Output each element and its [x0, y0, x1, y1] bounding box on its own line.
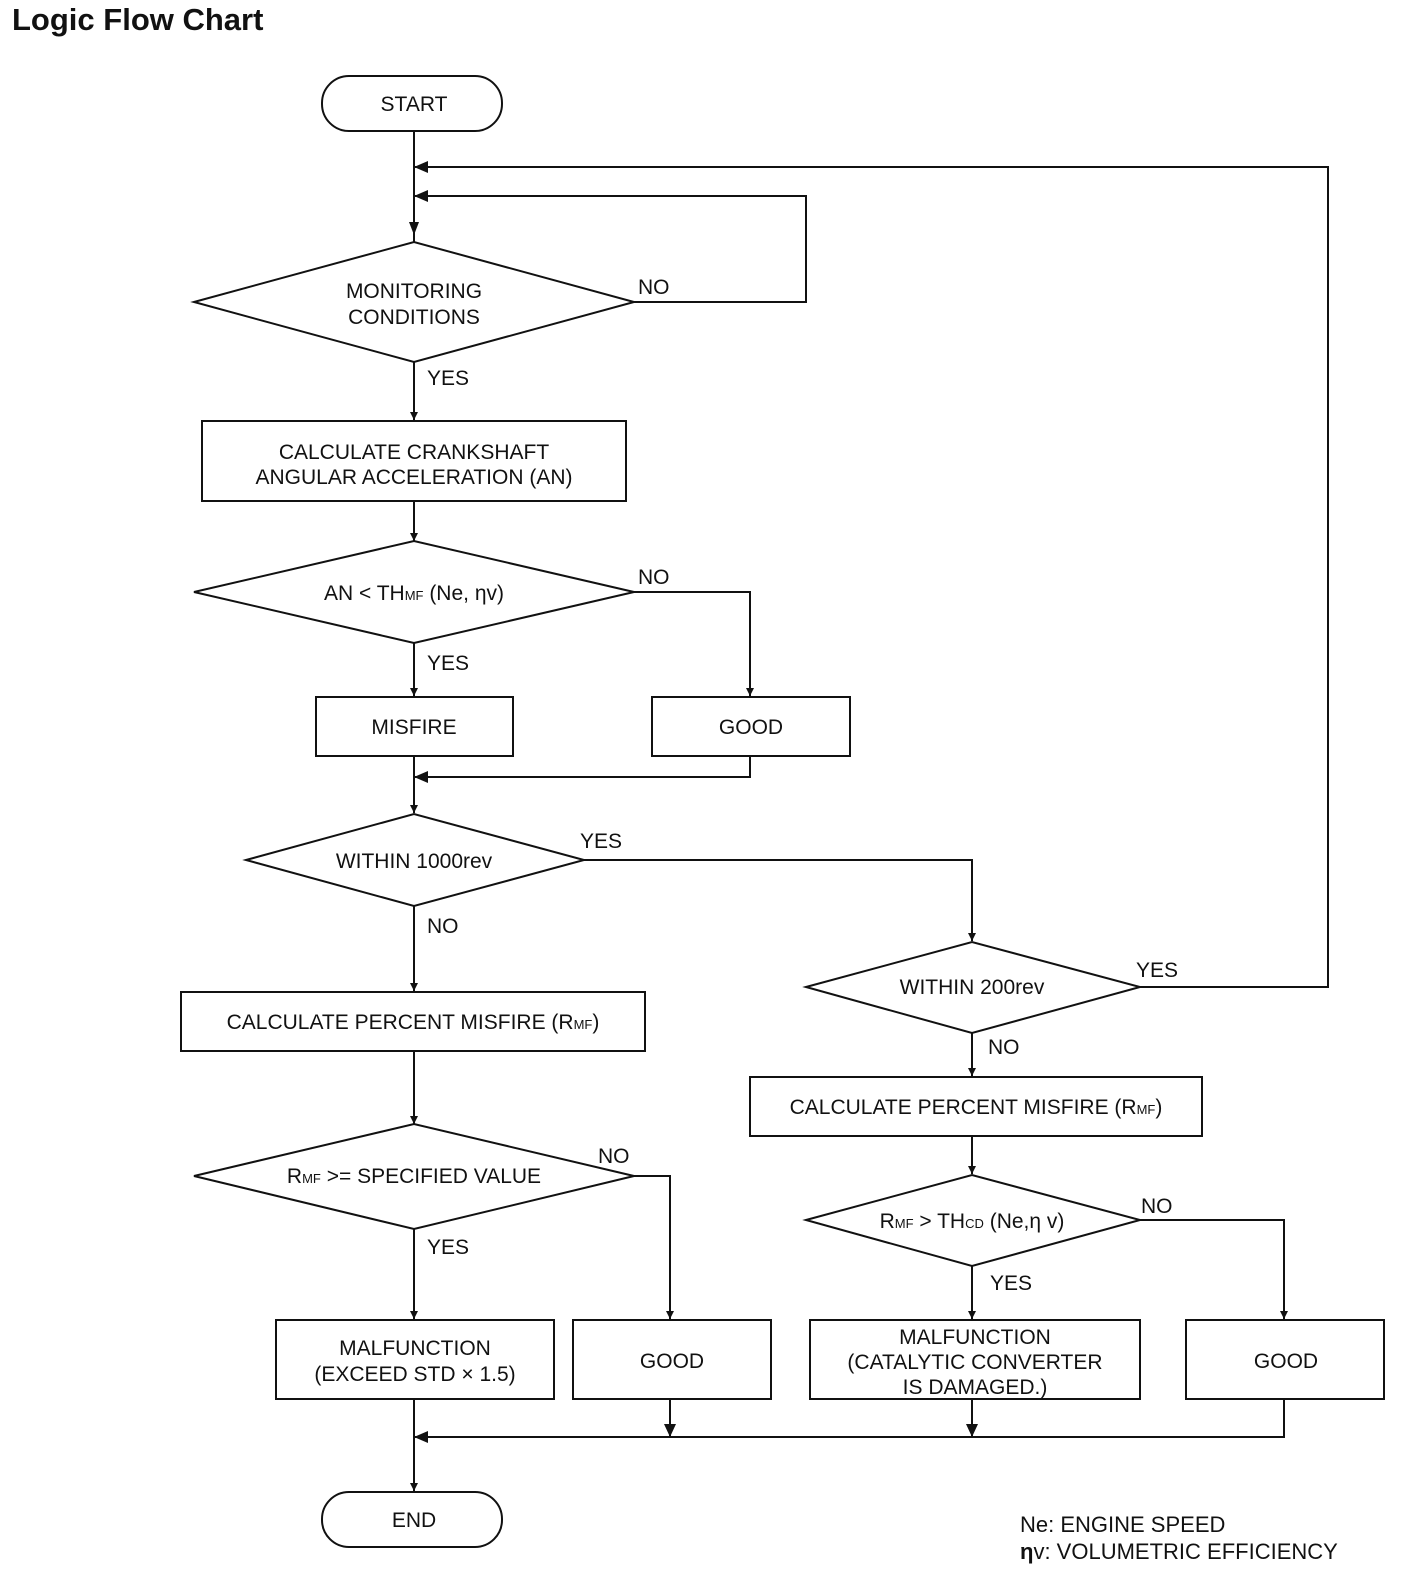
arrow-merge-good1	[414, 771, 428, 783]
an-threshold-text-b: (Ne, ηv)	[423, 582, 504, 605]
legend-eta: ηv: VOLUMETRIC EFFICIENCY	[1020, 1539, 1338, 1564]
malf-1-label-2: (EXCEED STD × 1.5)	[314, 1363, 515, 1386]
node-rmf-specified: RMF >= SPECIFIED VALUE	[193, 1122, 635, 1231]
label-yes-1000: YES	[580, 830, 622, 853]
node-calc-percent-misfire-right: CALCULATE PERCENT MISFIRE (RMF)	[749, 1076, 1203, 1137]
node-good-3: GOOD	[1185, 1319, 1385, 1400]
start-label: START	[381, 93, 448, 116]
an-threshold-sub: MF	[405, 588, 424, 603]
label-no-200: NO	[988, 1036, 1020, 1059]
calc-an-label-1: CALCULATE CRANKSHAFT	[279, 441, 549, 464]
label-yes-rmf-ge: YES	[427, 1236, 469, 1259]
label-yes-monitoring: YES	[427, 367, 469, 390]
rmf-thcd-text-a: R	[880, 1210, 895, 1233]
calc-rmf-right-sub: MF	[1137, 1102, 1156, 1117]
node-end: END	[321, 1491, 503, 1548]
node-good-2: GOOD	[572, 1319, 772, 1400]
arrow-good2-down	[664, 1424, 676, 1437]
rmf-specified-text-b: >= SPECIFIED VALUE	[321, 1165, 541, 1188]
edge-200-yes	[414, 166, 1329, 988]
node-calc-crankshaft: CALCULATE CRANKSHAFT ANGULAR ACCELERATIO…	[201, 420, 627, 502]
label-no-monitoring: NO	[638, 276, 670, 299]
label-no-rmf-gt: NO	[1141, 1195, 1173, 1218]
label-no-1000: NO	[427, 915, 459, 938]
malf-2-label-1: MALFUNCTION	[899, 1326, 1051, 1349]
calc-rmf-left-text-b: )	[592, 1011, 599, 1034]
calc-an-label-2: ANGULAR ACCELERATION (AN)	[256, 466, 573, 489]
rmf-thcd-sub: MF	[895, 1216, 914, 1231]
rmf-thcd-text-b: > TH	[914, 1210, 966, 1233]
node-malfunction-exceed: MALFUNCTION (EXCEED STD × 1.5)	[275, 1319, 555, 1400]
label-yes-rmf-gt: YES	[990, 1272, 1032, 1295]
node-an-threshold: AN < THMF (Ne, ηv)	[193, 539, 635, 645]
calc-rmf-left-label: CALCULATE PERCENT MISFIRE (RMF)	[227, 1011, 600, 1034]
node-monitoring-conditions: MONITORING CONDITIONS	[190, 240, 638, 364]
edge-merge-bottom	[414, 1399, 1285, 1438]
calc-rmf-right-label: CALCULATE PERCENT MISFIRE (RMF)	[790, 1096, 1163, 1119]
label-no-rmf-ge: NO	[598, 1145, 630, 1168]
node-malfunction-catalytic: MALFUNCTION (CATALYTIC CONVERTER IS DAMA…	[809, 1319, 1141, 1400]
rmf-specified-label: RMF >= SPECIFIED VALUE	[287, 1165, 541, 1188]
label-no-an: NO	[638, 566, 670, 589]
malf-2-label-2: (CATALYTIC CONVERTER	[847, 1351, 1102, 1374]
legend-eta-symbol: η	[1020, 1539, 1033, 1564]
legend-eta-text: v: VOLUMETRIC EFFICIENCY	[1033, 1539, 1338, 1564]
arrow-into-monitoring	[409, 222, 419, 235]
rmf-specified-text-a: R	[287, 1165, 302, 1188]
end-label: END	[392, 1509, 436, 1532]
label-yes-an: YES	[427, 652, 469, 675]
an-threshold-label: AN < THMF (Ne, ηv)	[324, 582, 504, 605]
node-start: START	[321, 75, 503, 132]
malf-2-label-3: IS DAMAGED.)	[903, 1376, 1048, 1399]
rmf-thcd-label: RMF > THCD (Ne,η v)	[880, 1210, 1065, 1233]
node-misfire: MISFIRE	[315, 696, 514, 757]
rmf-thcd-text-c: (Ne,η v)	[984, 1210, 1065, 1233]
node-rmf-thcd: RMF > THCD (Ne,η v)	[802, 1173, 1144, 1268]
arrow-malf2-down	[966, 1424, 978, 1437]
node-within-200rev: WITHIN 200rev	[802, 940, 1144, 1035]
edge-labels: NO YES NO YES YES NO YES NO NO YES NO YE…	[427, 276, 1178, 1295]
monitoring-label-1: MONITORING	[346, 280, 482, 303]
node-within-1000rev: WITHIN 1000rev	[242, 812, 588, 908]
rmf-specified-sub: MF	[302, 1171, 321, 1186]
edge-1000-yes	[584, 859, 976, 941]
good-1-label: GOOD	[719, 716, 783, 739]
page-title: Logic Flow Chart	[12, 2, 264, 37]
legend: Ne: ENGINE SPEED ηv: VOLUMETRIC EFFICIEN…	[1020, 1512, 1338, 1564]
calc-rmf-left-sub: MF	[574, 1017, 593, 1032]
good-3-label: GOOD	[1254, 1350, 1318, 1373]
edge-an-no	[634, 591, 754, 696]
connectors	[409, 131, 1329, 1491]
edge-good1	[414, 756, 751, 778]
good-2-label: GOOD	[640, 1350, 704, 1373]
calc-rmf-right-text-b: )	[1155, 1096, 1162, 1119]
edge-rmf-ge-no	[634, 1175, 674, 1319]
an-threshold-text-a: AN < TH	[324, 582, 405, 605]
node-good-1: GOOD	[651, 696, 851, 757]
monitoring-label-2: CONDITIONS	[348, 306, 480, 329]
node-calc-percent-misfire-left: CALCULATE PERCENT MISFIRE (RMF)	[180, 991, 646, 1052]
label-yes-200: YES	[1136, 959, 1178, 982]
legend-ne: Ne: ENGINE SPEED	[1020, 1512, 1225, 1537]
misfire-label: MISFIRE	[371, 716, 456, 739]
malf-1-label-1: MALFUNCTION	[339, 1337, 491, 1360]
rmf-thcd-sub2: CD	[965, 1216, 984, 1231]
edge-rmf-gt-no	[1140, 1219, 1288, 1319]
calc-rmf-left-text-a: CALCULATE PERCENT MISFIRE (R	[227, 1011, 574, 1034]
arrow-merge-bottom	[414, 1431, 428, 1443]
edge-monitoring-no	[414, 195, 807, 303]
calc-rmf-right-text-a: CALCULATE PERCENT MISFIRE (R	[790, 1096, 1137, 1119]
within-200-label: WITHIN 200rev	[900, 976, 1045, 999]
within-1000-label: WITHIN 1000rev	[336, 850, 493, 873]
